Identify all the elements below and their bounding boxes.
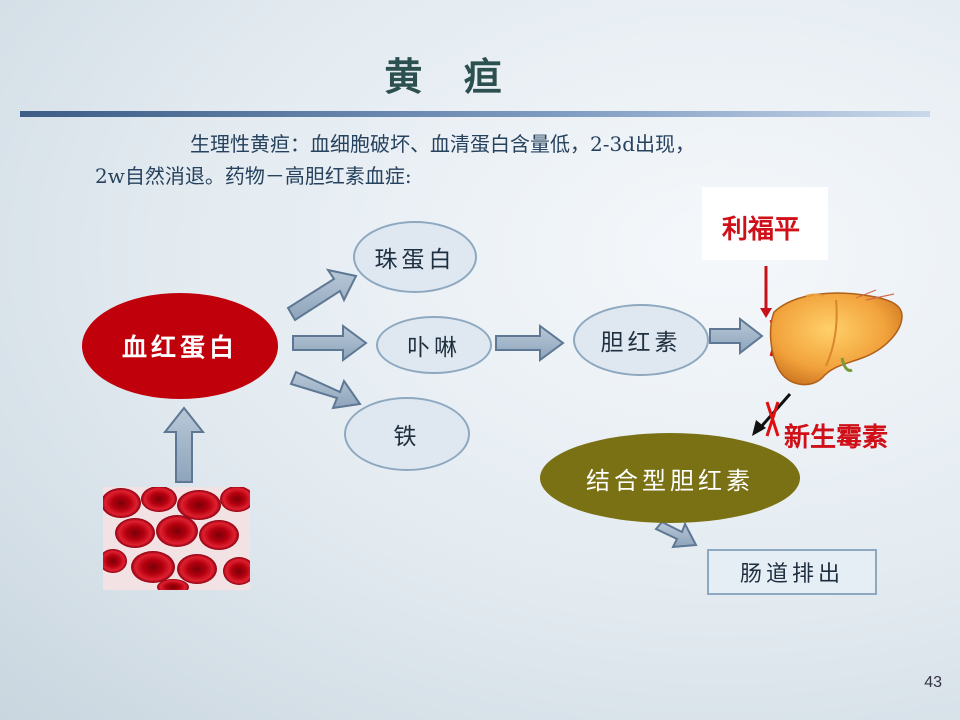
arrow-up-to-hemoglobin <box>162 406 206 483</box>
arrow-to-bilirubin <box>495 324 565 362</box>
rifampin-label-box: 利福平 <box>702 187 828 260</box>
node-intestinal-excretion: 肠道排出 <box>707 549 877 595</box>
slide-title: 黄 疸 <box>384 54 516 99</box>
block-mark-novobiocin <box>765 401 780 437</box>
title-divider <box>20 111 930 117</box>
arrow-to-intestine <box>654 520 698 549</box>
node-iron: 铁 <box>344 397 470 471</box>
arrow-to-porphyrin <box>292 324 368 362</box>
arrow-to-globin <box>286 268 358 322</box>
rifampin-label: 利福平 <box>722 215 801 245</box>
paragraph-line-1: 生理性黄疸：血细胞破坏、血清蛋白含量低，2-3d出现， <box>190 132 696 156</box>
paragraph-line-2: 2w自然消退。药物－高胆红素血症: <box>95 164 412 188</box>
node-bilirubin: 胆红素 <box>573 304 709 376</box>
arrow-to-iron <box>289 370 362 410</box>
arrow-to-liver <box>709 316 764 356</box>
red-blood-cells-image <box>103 487 250 590</box>
node-hemoglobin: 血红蛋白 <box>82 293 278 399</box>
node-globin: 珠蛋白 <box>353 221 477 293</box>
liver-icon <box>769 289 903 386</box>
novobiocin-label: 新生霉素 <box>784 423 889 453</box>
node-porphyrin: 卟啉 <box>376 316 492 374</box>
page-number: 43 <box>924 674 942 691</box>
node-conjugated-bilirubin: 结合型胆红素 <box>540 433 800 523</box>
